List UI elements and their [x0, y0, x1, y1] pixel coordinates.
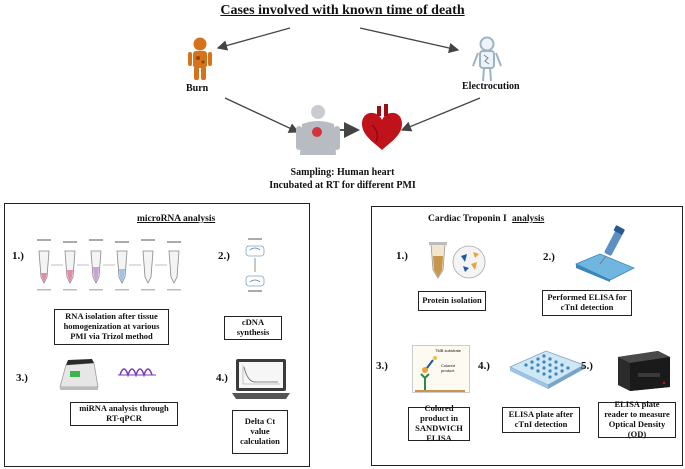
- ctni-panel-title: Cardiac Troponin I analysis: [428, 214, 544, 224]
- elisa-pipette-illustration: [575, 225, 635, 282]
- ctni-step4-number: 4.): [478, 360, 490, 372]
- mirna-step2-number: 2.): [218, 250, 230, 262]
- rna-isolation-tubes-illustration: [37, 239, 181, 291]
- ctni-panel-title-part1: Cardiac Troponin I: [428, 214, 507, 224]
- ctni-panel: [371, 206, 683, 466]
- laptop-graph-icon: [232, 359, 290, 399]
- ctni-step3-number: 3.): [376, 360, 388, 372]
- sandwich-elisa-inset: TMB substrate Colored product: [412, 345, 470, 393]
- sampling-line-1: Sampling: Human heart: [290, 167, 395, 178]
- ctni-step1-number: 1.): [396, 250, 408, 262]
- electrocution-figure-icon: [472, 36, 502, 82]
- microrna-panel-title: microRNA analysis: [137, 214, 216, 224]
- elisa-plate-illustration: [509, 350, 585, 389]
- ctni-step4-box: ELISA plate after cTnI detection: [502, 407, 580, 433]
- ctni-step5-number: 5.): [581, 360, 593, 372]
- mirna-step2-box: cDNA synthesis: [224, 316, 282, 340]
- mirna-step1-number: 1.): [12, 250, 24, 262]
- elisa-inset-colored-label: Colored product: [441, 363, 456, 373]
- heart-icon: [362, 104, 402, 150]
- human-body-icon: [296, 105, 340, 155]
- protein-tube-illustration: [429, 242, 486, 279]
- qpcr-machine-illustration: [59, 359, 156, 390]
- mirna-step3-number: 3.): [16, 372, 28, 384]
- mirna-step1-box: RNA isolation after tissue homogenizatio…: [54, 309, 169, 345]
- cdna-synthesis-illustration: [245, 238, 265, 292]
- top-illustration: [188, 27, 502, 155]
- arrow-electrocution-to-sample: [400, 97, 481, 132]
- ctni-step3-box: Colored product in SANDWICH ELISA: [408, 404, 470, 443]
- ctni-step1-box: Protein isolation: [418, 291, 486, 311]
- ctni-step2-box: Performed ELISA for cTnI detection: [542, 290, 632, 316]
- electrocution-label: Electrocution: [462, 81, 520, 92]
- ctni-step5-box: ELISA plate reader to measure Optical De…: [598, 400, 676, 439]
- burn-figure-icon: [188, 37, 212, 80]
- sampling-line-2: Incubated at RT for different PMI: [269, 180, 416, 191]
- arrow-to-burn: [216, 27, 291, 51]
- ctni-panel-title-part2: analysis: [512, 214, 545, 224]
- arrow-burn-to-sample: [224, 97, 300, 133]
- page-title: Cases involved with known time of death: [220, 3, 465, 18]
- mirna-step4-box: Delta Ct value calculation: [232, 410, 288, 454]
- mirna-step3-box: miRNA analysis through RT-qPCR: [70, 402, 178, 426]
- mirna-step4-number: 4.): [216, 372, 228, 384]
- elisa-inset-tmb-label: TMB substrate: [435, 348, 462, 353]
- plate-reader-illustration: [618, 351, 670, 391]
- arrow-to-electrocution: [359, 27, 460, 54]
- sandwich-elisa-icon: [415, 356, 465, 392]
- burn-label: Burn: [186, 83, 209, 94]
- microrna-panel: [4, 203, 310, 467]
- ctni-step2-number: 2.): [543, 251, 555, 263]
